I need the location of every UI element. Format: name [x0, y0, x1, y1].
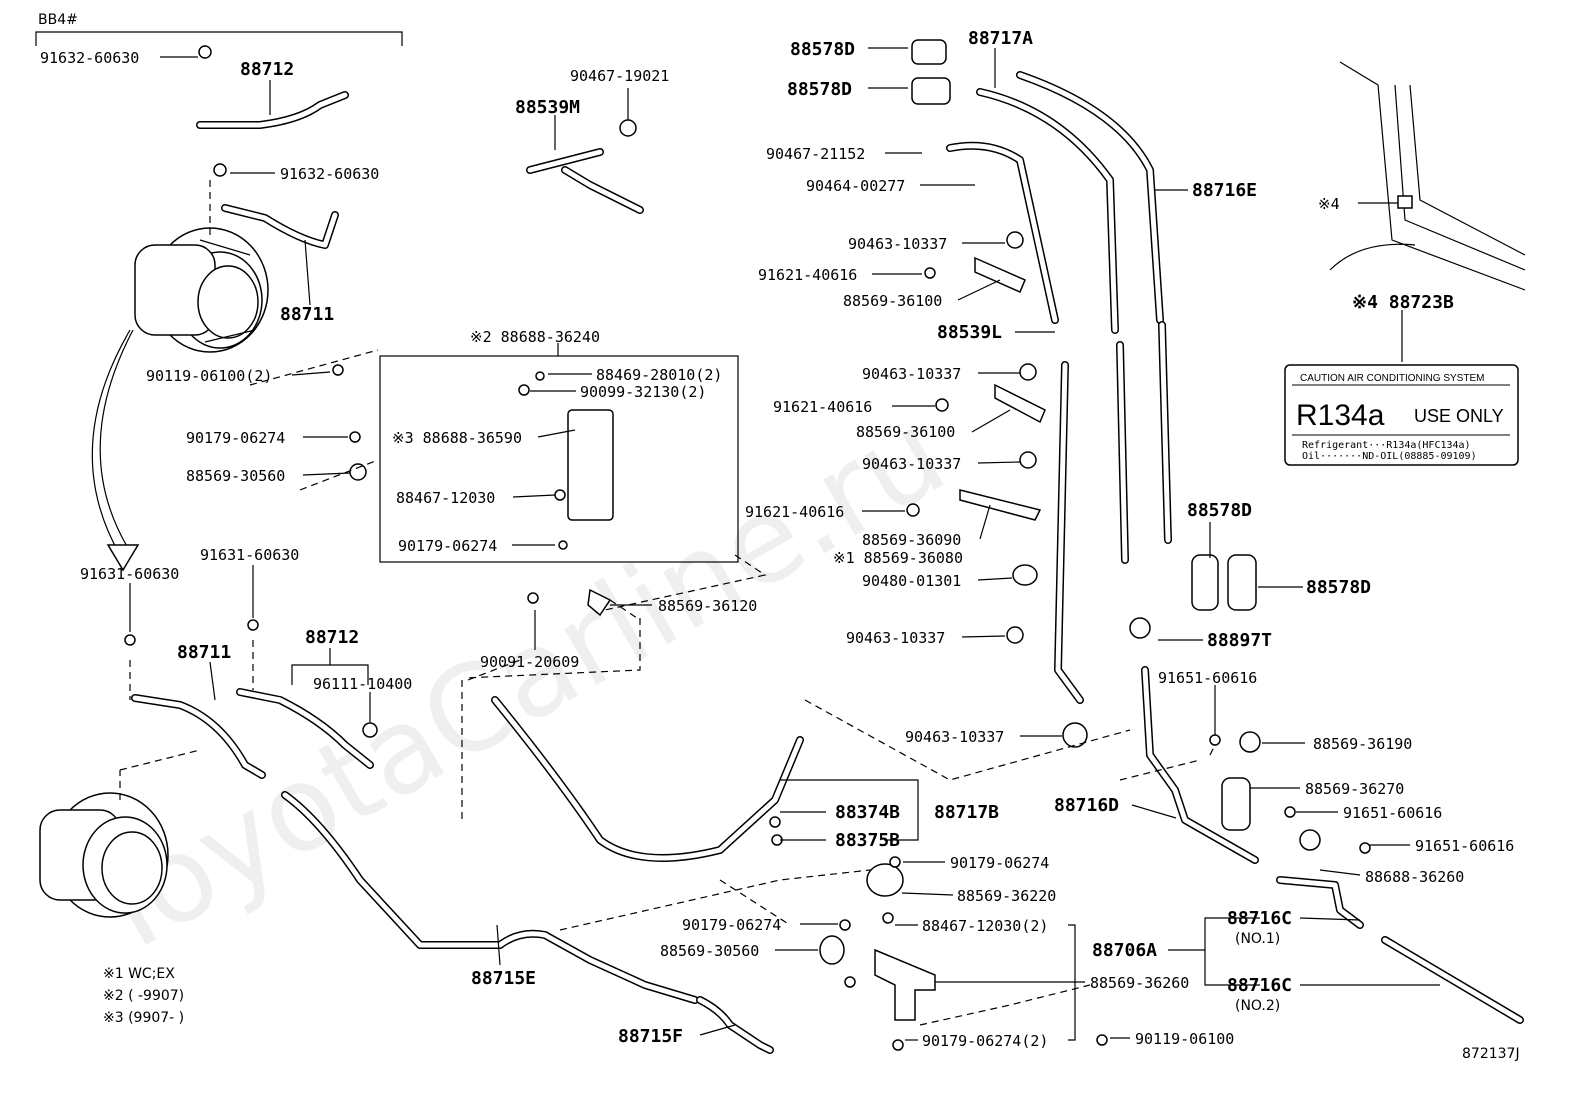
part-label: 88569-36100: [843, 292, 942, 310]
detail-box: [379, 355, 739, 563]
car-body-sketch: [1329, 61, 1526, 291]
part-label: 88716C: [1227, 975, 1292, 996]
part-label: 91631-60630: [200, 546, 299, 564]
part-label: 90099-32130(2): [580, 383, 706, 401]
part-label: ※4 88723B: [1352, 292, 1454, 313]
part-label: 88688-36260: [1365, 868, 1464, 886]
part-label: 88569-36260: [1090, 974, 1189, 992]
part-label: 88539M: [515, 97, 580, 118]
part-label: 88467-12030(2): [922, 917, 1048, 935]
note-line-3: ※3 (9907- ): [103, 1010, 184, 1026]
caution-line2: Oil·······ND-OIL(08885-09109): [1302, 451, 1477, 462]
part-label: 91632-60630: [280, 165, 379, 183]
part-label: 88569-36100: [856, 423, 955, 441]
arrow-head: [106, 544, 140, 572]
part-label: 88715F: [618, 1026, 683, 1047]
part-label: 91651-60616: [1415, 837, 1514, 855]
part-label: 88706A: [1092, 940, 1157, 961]
part-label: 88716C: [1227, 908, 1292, 929]
part-label: 88716D: [1054, 795, 1119, 816]
part-label: (NO.2): [1235, 998, 1280, 1014]
part-label: 91651-60616: [1343, 804, 1442, 822]
part-label: 96111-10400: [313, 675, 412, 693]
part-label: 88467-12030: [396, 489, 495, 507]
compressor-lower: [39, 792, 169, 918]
part-label: 88569-36120: [658, 597, 757, 615]
part-label: 88375B: [835, 830, 900, 851]
part-label: 90179-06274: [398, 537, 497, 555]
caution-label: CAUTION AIR CONDITIONING SYSTEM R134a US…: [1284, 364, 1519, 466]
part-label: 90467-19021: [570, 67, 669, 85]
caution-header: CAUTION AIR CONDITIONING SYSTEM: [1300, 373, 1484, 384]
part-label: 90119-06100(2): [146, 367, 272, 385]
part-label: 90463-10337: [862, 455, 961, 473]
part-label: 88374B: [835, 802, 900, 823]
caution-big-text: R134a: [1296, 399, 1385, 432]
part-label: 88716E: [1192, 180, 1257, 201]
part-label: 88711: [280, 304, 334, 325]
part-label: 88578D: [790, 39, 855, 60]
part-label: 90480-01301: [862, 572, 961, 590]
part-label: 88897T: [1207, 630, 1272, 651]
part-label: 91621-40616: [745, 503, 844, 521]
note-line-2: ※2 ( -9907): [103, 988, 184, 1004]
part-label: ※2 88688-36240: [470, 328, 600, 346]
compressor-upper: [134, 227, 269, 353]
part-label: 88578D: [787, 79, 852, 100]
figure-id: 872137J: [1462, 1046, 1520, 1062]
part-label: 88539L: [937, 322, 1002, 343]
part-label: 90463-10337: [905, 728, 1004, 746]
part-label: 88715E: [471, 968, 536, 989]
arrow-curve: [91, 329, 131, 556]
part-label: 91631-60630: [80, 565, 179, 583]
part-label: 88569-36090: [862, 531, 961, 549]
part-label: ※3 88688-36590: [392, 429, 522, 447]
part-label: (NO.1): [1235, 931, 1280, 947]
part-label: 90463-10337: [846, 629, 945, 647]
leader-lines: [129, 47, 1440, 1041]
part-label: 88717B: [934, 802, 999, 823]
part-label: 90179-06274: [950, 854, 1049, 872]
part-label: 88712: [240, 59, 294, 80]
part-label: 91621-40616: [773, 398, 872, 416]
part-label: 90467-21152: [766, 145, 865, 163]
part-label: 90463-10337: [862, 365, 961, 383]
small-parts: [124, 39, 1371, 1051]
part-label: 90179-06274: [682, 916, 781, 934]
part-label: 90119-06100: [1135, 1030, 1234, 1048]
part-label: 91651-60616: [1158, 669, 1257, 687]
part-label: 88569-30560: [660, 942, 759, 960]
note-line-1: ※1 WC;EX: [103, 966, 175, 982]
part-label: 90179-06274: [186, 429, 285, 447]
part-label: 90464-00277: [806, 177, 905, 195]
part-label: 91632-60630: [40, 49, 139, 67]
part-label: 88569-30560: [186, 467, 285, 485]
part-label: 88578D: [1306, 577, 1371, 598]
part-label: 88578D: [1187, 500, 1252, 521]
part-label: 88569-36220: [957, 887, 1056, 905]
part-label: 91621-40616: [758, 266, 857, 284]
part-label: 88569-36270: [1305, 780, 1404, 798]
part-label: ※4: [1318, 195, 1340, 213]
part-label: 88712: [305, 627, 359, 648]
part-label: ※1 88569-36080: [833, 549, 963, 567]
part-label: 88711: [177, 642, 231, 663]
part-label: 90463-10337: [848, 235, 947, 253]
corner-label: BB4#: [38, 12, 78, 28]
part-label: 88569-36190: [1313, 735, 1412, 753]
caution-use-only: USE ONLY: [1414, 406, 1504, 426]
part-label: 88717A: [968, 28, 1033, 49]
part-label: 90091-20609: [480, 653, 579, 671]
part-label: 88469-28010(2): [596, 366, 722, 384]
caution-line1: Refrigerant···R134a(HFC134a): [1302, 440, 1471, 451]
part-label: 90179-06274(2): [922, 1032, 1048, 1050]
